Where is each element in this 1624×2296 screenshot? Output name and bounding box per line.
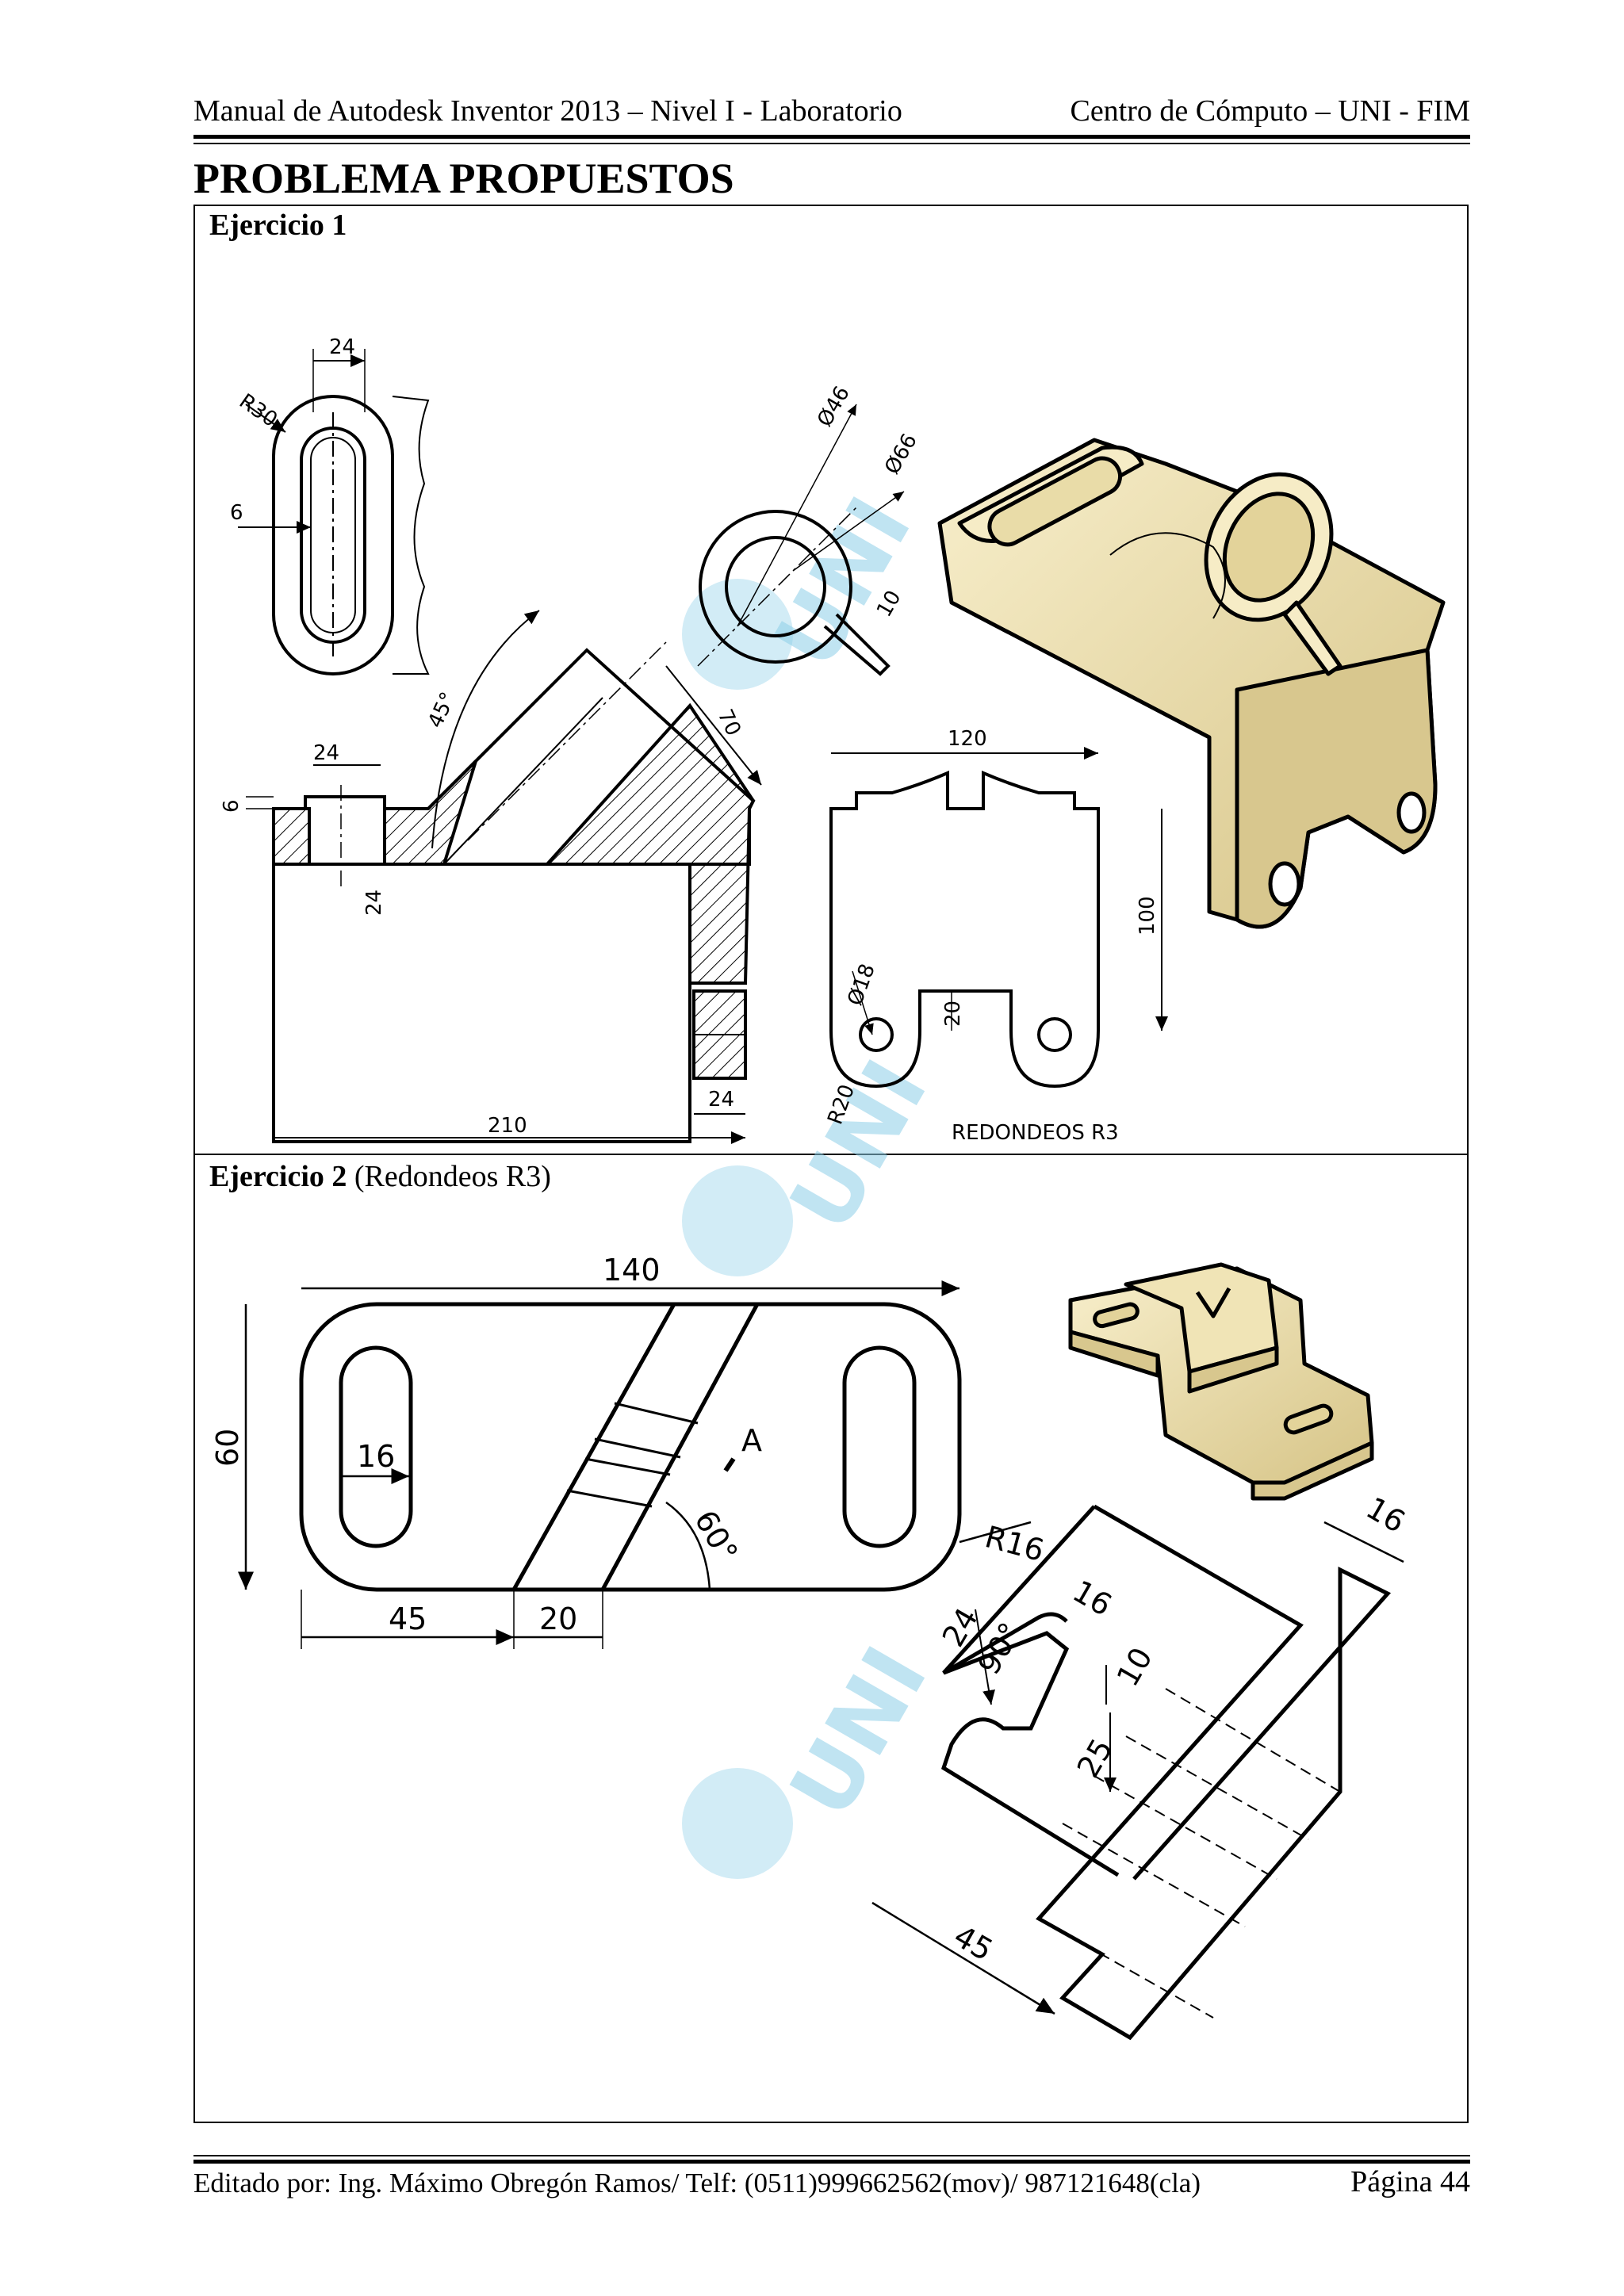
page-title: PROBLEMA PROPUESTOS [193,155,734,202]
exercise1-label: Ejercicio 1 [209,209,347,242]
ex1-dim-24-base: 24 [708,1088,734,1112]
ex2-dim-r16: R16 [982,1519,1048,1568]
ex1-note-fillets: REDONDEOS R3 [952,1121,1119,1145]
ex2-dim-60deg: 60° [688,1505,745,1568]
ex2-dim-16-top: 16 [1361,1490,1411,1540]
footer-author: Editado por: Ing. Máximo Obregón Ramos/ … [193,2168,1201,2198]
ex1-dim-phi18: Ø18 [843,961,880,1009]
ex1-dim-6-front: 6 [220,799,243,813]
ex2-dim-60: 60 [210,1429,245,1467]
watermark-logo-3: UNI [682,1630,947,1879]
ex1-dim-24-front: 24 [313,741,339,765]
ex1-dim-r30: R30 [235,389,282,432]
header-center-name: Centro de Cómputo – UNI - FIM [1070,94,1470,128]
watermark-logo-1: UNI [682,480,931,690]
ex1-dim-45deg: 45° [423,689,461,732]
header-manual-title: Manual de Autodesk Inventor 2013 – Nivel… [193,94,902,128]
ex1-front-view [246,610,762,1144]
ex2-top-view [238,1280,1032,1649]
exercise-divider [193,1154,1469,1155]
exercise2-label: Ejercicio 2 (Redondeos R3) [209,1160,551,1193]
ex1-aux-view [697,404,905,676]
ex2-dim-45-view: 45 [948,1919,999,1968]
header-rule-thin [193,143,1470,144]
ex2-dim-140: 140 [603,1253,661,1288]
footer-page-number: Página 44 [1350,2165,1470,2198]
ex1-dim-24-top: 24 [329,335,355,359]
ex1-dim-70: 70 [713,706,745,740]
ex2-dim-25: 25 [1071,1733,1120,1784]
exercise-frame [193,205,1469,2123]
ex2-dim-16: 16 [357,1439,395,1474]
ex1-dim-20: 20 [941,1001,965,1027]
ex2-label-a: A [741,1423,762,1458]
ex1-dim-24-vert: 24 [362,890,386,916]
ex1-top-view [238,349,430,675]
ex2-dim-20: 20 [539,1601,577,1636]
ex1-side-view [829,747,1168,1089]
svg-text:UNI: UNI [771,1043,947,1247]
svg-text:UNI: UNI [771,1630,947,1834]
ex2-3d-model [1068,1262,1374,1501]
ex1-dim-210: 210 [488,1114,527,1138]
footer-rule [193,2160,1470,2164]
ex1-dim-120: 120 [948,727,987,751]
ex2-dim-10: 10 [1110,1642,1159,1693]
ex1-dim-phi66: Ø66 [880,430,922,478]
ex1-dim-6: 6 [230,501,243,525]
ex2-dim-16-notch: 16 [1067,1574,1118,1623]
ex1-dim-phi46: Ø46 [813,382,855,430]
ex1-3d-model [937,438,1446,929]
footer-rule-thin [193,2155,1470,2156]
ex2-dim-45: 45 [389,1601,427,1636]
header-rule [193,135,1470,139]
ex2-dim-24: 24 [936,1602,985,1653]
ex1-dim-100: 100 [1136,896,1159,936]
ex2-view-a [871,1504,1404,2041]
